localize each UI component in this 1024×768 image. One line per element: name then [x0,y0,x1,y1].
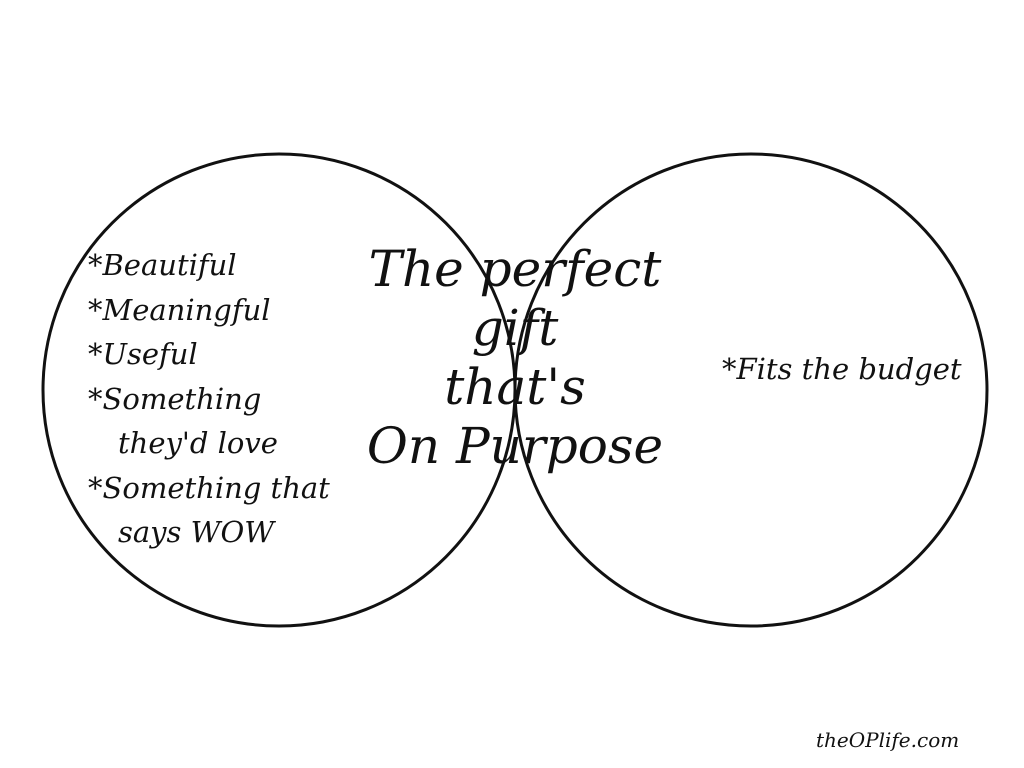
credit: theOPlife.com [816,728,960,752]
right-item: *Fits the budget [722,352,962,386]
left-item: *Meaningful [88,292,271,327]
left-set-list: *Beautiful *Meaningful *Useful *Somethin… [88,243,330,555]
left-item: *Beautiful [88,248,237,282]
center-line: gift [471,299,559,357]
left-item: *Useful [88,337,198,371]
center-line: that's [444,358,586,416]
left-item: they'd love [118,426,278,460]
left-item: *Something that [88,470,330,505]
left-item: says WOW [118,515,275,549]
center-line: On Purpose [366,417,664,475]
intersection-text: The perfect gift that's On Purpose [340,240,690,476]
center-line: The perfect [368,240,662,298]
right-circle [513,152,989,628]
left-item: *Something [88,381,262,416]
